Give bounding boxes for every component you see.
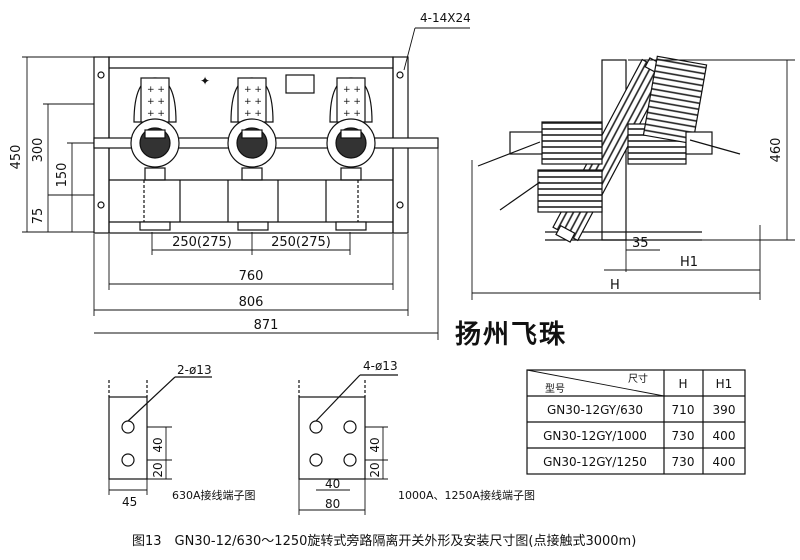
table-header-size: 尺寸	[628, 372, 648, 385]
dim-630-45: 45	[122, 495, 137, 509]
table-row-3-h: 730	[672, 455, 695, 469]
table-row-2-h1: 400	[713, 429, 736, 443]
dim-300: 300	[31, 138, 46, 163]
svg-text:+ +: + +	[147, 85, 165, 95]
dim-630-20: 20	[151, 462, 165, 477]
pole-2: + + + + + +	[227, 77, 277, 181]
side-dimension-labels: 460 35 H1 H	[610, 138, 784, 293]
svg-text:+ +: + +	[244, 109, 262, 119]
svg-text:+ +: + +	[343, 85, 361, 95]
figure-caption: 图13 GN30-12/630～1250旋转式旁路隔离开关外形及安装尺寸图(点接…	[132, 533, 636, 549]
right-upper-insulator	[642, 55, 708, 145]
svg-text:+ +: + +	[343, 109, 361, 119]
terminal-630-labels: 2-ø13 40 20 45 630A接线端子图	[122, 363, 256, 509]
front-dimensions	[22, 27, 470, 340]
pole-3: + + + + + +	[326, 77, 376, 181]
svg-text:✦: ✦	[200, 74, 210, 88]
spec-table-text: 型号 尺寸 H H1 GN30-12GY/630 710 390 GN30-12…	[543, 372, 735, 469]
hole-label-630: 2-ø13	[177, 363, 212, 377]
front-view: ✦ + + + + + + + + + + + +	[93, 56, 439, 234]
caption-630: 630A接线端子图	[172, 488, 256, 502]
caption-1000: 1000A、1250A接线端子图	[398, 488, 535, 502]
dim-760: 760	[239, 269, 264, 284]
table-header-h: H	[678, 377, 687, 391]
pole-1: + + + + + +	[130, 77, 180, 181]
table-row-1-h1: 390	[713, 403, 736, 417]
table-row-1-model: GN30-12GY/630	[547, 403, 643, 417]
dim-450: 450	[9, 145, 24, 170]
svg-text:+ +: + +	[244, 97, 262, 107]
table-row-3-h1: 400	[713, 455, 736, 469]
dim-630-40: 40	[151, 437, 165, 452]
table-row-3-model: GN30-12GY/1250	[543, 455, 647, 469]
spec-table	[526, 369, 746, 475]
dim-1000-40-h: 40	[325, 477, 340, 491]
svg-text:+ +: + +	[147, 109, 165, 119]
table-row-1-h: 710	[672, 403, 695, 417]
terminal-630	[108, 376, 212, 495]
dim-1000-40-v: 40	[368, 437, 382, 452]
dim-460: 460	[769, 138, 784, 163]
table-row-2-model: GN30-12GY/1000	[543, 429, 647, 443]
table-header-h1: H1	[716, 377, 733, 391]
table-header-model: 型号	[545, 382, 565, 395]
hole-label-1000: 4-ø13	[363, 359, 398, 373]
terminal-1000-labels: 4-ø13 40 20 40 80 1000A、1250A接线端子图	[325, 359, 535, 511]
dim-1000-20: 20	[368, 462, 382, 477]
table-row-2-h: 730	[672, 429, 695, 443]
hole-note: 4-14X24	[420, 11, 471, 25]
dim-871: 871	[254, 318, 279, 333]
dim-250-right: 250(275)	[271, 235, 331, 250]
brand-label: 扬州飞珠	[455, 320, 567, 350]
svg-text:+ +: + +	[244, 85, 262, 95]
dim-150: 150	[55, 163, 70, 188]
side-dimensions	[471, 59, 795, 300]
dim-h1: H1	[680, 255, 698, 270]
dim-250-left: 250(275)	[172, 235, 232, 250]
dim-806: 806	[239, 295, 264, 310]
left-lower-insulator	[537, 169, 603, 213]
front-dimension-labels: 450 300 150 75 250(275) 250(275) 760 806…	[9, 11, 471, 333]
side-view	[477, 55, 741, 243]
dim-35: 35	[632, 236, 649, 251]
terminal-1000	[298, 374, 398, 515]
svg-text:+ +: + +	[147, 97, 165, 107]
nameplate	[285, 74, 315, 94]
dim-75: 75	[31, 208, 46, 225]
dim-1000-80: 80	[325, 497, 340, 511]
left-insulator	[541, 121, 603, 165]
dim-h: H	[610, 278, 620, 293]
svg-text:+ +: + +	[343, 97, 361, 107]
